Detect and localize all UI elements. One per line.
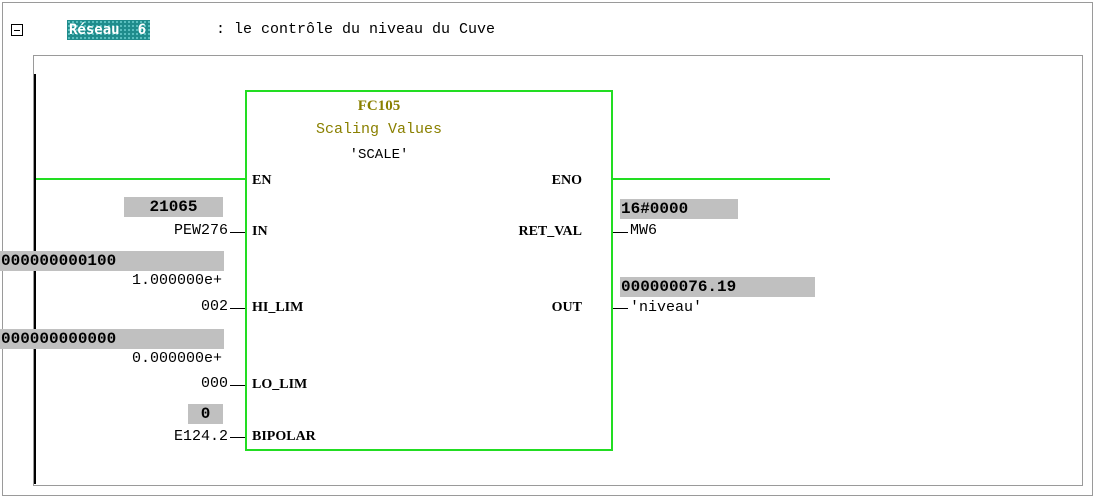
network-number: 6 [137,22,147,38]
bipolar-status-value[interactable]: 0 [188,404,223,424]
pin-ret-val: RET_VAL [518,224,582,239]
network-title[interactable]: : le contrôle du niveau du Cuve [216,21,496,38]
ret-val-connector [613,232,628,233]
in-connector [230,232,245,233]
network-label: Réseau [69,22,120,38]
in-status-value[interactable]: 21065 [124,197,223,217]
lo-lim-status-value[interactable]: 000000000000 [0,329,224,349]
pin-lo-lim: LO_LIM [252,377,308,392]
network-badge[interactable]: Réseau 6 [67,20,151,40]
pin-bipolar: BIPOLAR [252,429,316,444]
pin-hi-lim: HI_LIM [252,300,304,315]
block-number: FC105 [357,98,401,114]
collapse-network-icon[interactable] [11,24,23,36]
eno-power-wire [613,178,830,180]
hi-lim-address-exponent[interactable]: 002 [200,298,228,315]
pin-en: EN [252,173,272,188]
out-connector [613,308,628,309]
pin-eno: ENO [551,173,582,188]
function-block[interactable] [245,90,613,451]
lo-lim-address-exponent[interactable]: 000 [200,375,228,392]
block-symbol: 'SCALE' [349,147,409,163]
power-rail [34,74,36,484]
pin-in: IN [252,224,268,239]
bipolar-address[interactable]: E124.2 [173,428,228,445]
ret-val-status-value[interactable]: 16#0000 [620,199,738,219]
lo-lim-address-mantissa[interactable]: 0.000000e+ [131,350,222,367]
out-status-value[interactable]: 000000076.19 [620,277,815,297]
pin-out: OUT [551,300,582,315]
hi-lim-address-mantissa[interactable]: 1.000000e+ [131,272,222,289]
en-power-wire [36,178,245,180]
lo-lim-connector [230,385,245,386]
hi-lim-connector [230,308,245,309]
ret-val-address[interactable]: MW6 [630,222,658,239]
block-description: Scaling Values [315,121,443,138]
network-frame [2,2,1093,496]
bipolar-connector [230,437,245,438]
hi-lim-status-value[interactable]: 000000000100 [0,251,224,271]
out-address[interactable]: 'niveau' [630,299,703,316]
in-address[interactable]: PEW276 [173,222,228,239]
